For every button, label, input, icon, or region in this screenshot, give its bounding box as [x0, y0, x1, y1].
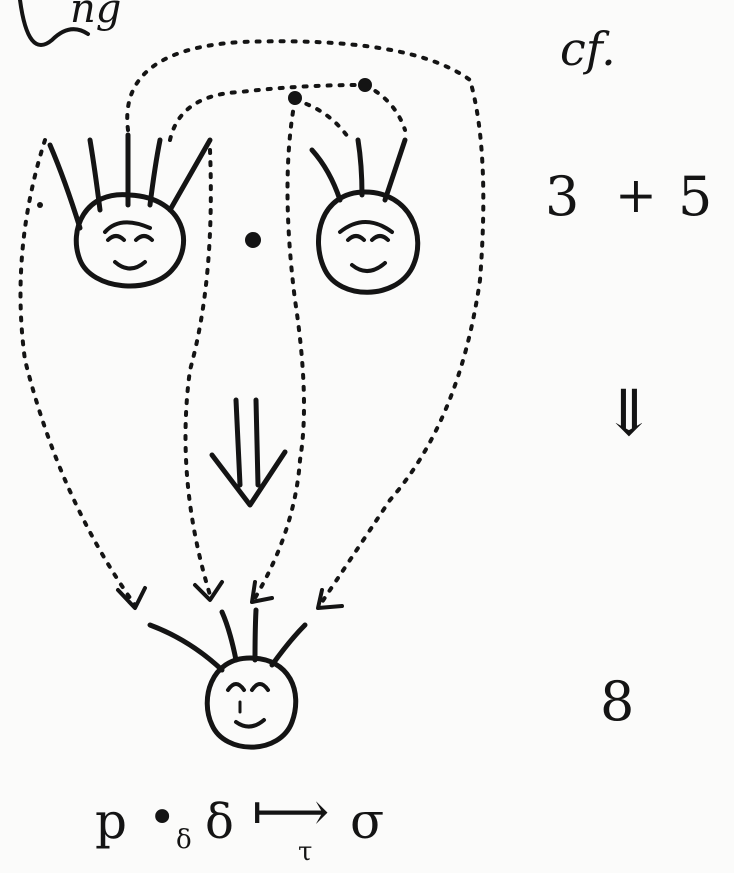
left-tree-eye-left	[108, 236, 124, 240]
formula-subscript-delta: δ	[176, 825, 192, 855]
formula-mapsto: ⟼	[252, 780, 329, 843]
implication-arrow-shaft-right	[256, 400, 258, 485]
left-tree-leg-5	[170, 140, 210, 210]
right-tree-brow	[340, 222, 392, 232]
heading-fragment: ng	[70, 0, 121, 32]
left-tree	[50, 135, 210, 286]
right-tree-eye-right	[372, 236, 388, 240]
implication-arrow	[212, 400, 285, 505]
arrowhead-4	[318, 590, 342, 608]
composed-tree-eye-left	[228, 684, 244, 690]
left-tree-leg-1	[50, 145, 80, 228]
dotted-connections	[21, 41, 484, 605]
composition-dot	[245, 232, 261, 248]
right-tree-leg-3	[385, 140, 405, 200]
left-tree-brow	[105, 222, 150, 232]
junction-dot-2	[358, 78, 372, 92]
dotted-arrow-outer-right	[127, 41, 483, 605]
composed-tree-leg-4	[272, 625, 305, 665]
right-tree-head	[318, 192, 417, 292]
implication-arrow-head	[212, 452, 285, 505]
left-tree-eye-right	[136, 236, 152, 240]
composed-tree-smile	[236, 720, 264, 727]
formula-circle-op: •	[148, 790, 176, 846]
arithmetic-example: cf. 3 + 5 ⇓ 8	[545, 22, 712, 733]
composed-tree-head	[207, 658, 296, 747]
left-tree-smile	[115, 262, 145, 269]
dotted-link-top-1	[170, 85, 360, 140]
composed-tree-eye-right	[252, 684, 268, 690]
composition-formula: p • δ δ ⟼ τ σ	[95, 780, 384, 867]
composed-tree-leg-2	[222, 612, 236, 660]
right-tree-smile	[352, 263, 385, 271]
composed-tree-leg-3	[255, 610, 256, 660]
formula-p: p	[95, 792, 127, 850]
formula-delta: δ	[205, 794, 234, 850]
example-label: cf.	[560, 22, 616, 76]
right-tree-eye-left	[348, 236, 364, 240]
implication-arrow-shaft-left	[236, 400, 240, 485]
junction-dot-1	[288, 91, 302, 105]
dotted-arrow-inner-left	[186, 150, 211, 595]
dotted-link-top-2	[295, 100, 350, 140]
formula-sigma: σ	[350, 792, 384, 850]
composed-tree-leg-1	[150, 625, 222, 670]
dotted-link-top-3	[365, 85, 405, 130]
left-tree-head	[76, 195, 183, 286]
arrowhead-1	[118, 588, 145, 608]
left-tree-leg-4	[150, 140, 160, 205]
stray-dot	[37, 202, 43, 208]
dotted-arrow-outer-left	[21, 140, 136, 605]
example-implies-symbol: ⇓	[602, 377, 656, 451]
formula-subscript-tau: τ	[298, 837, 312, 867]
right-tree-leg-1	[312, 150, 340, 200]
expression-right-operand: 5	[678, 165, 712, 228]
dotted-arrow-inner-right	[255, 100, 304, 598]
dotted-arrowheads	[118, 582, 342, 608]
example-result: 8	[600, 670, 634, 733]
expression-operator: +	[615, 166, 657, 224]
composed-tree	[150, 610, 305, 747]
right-tree-leg-2	[358, 140, 362, 195]
right-tree	[312, 140, 418, 292]
expression-left-operand: 3	[545, 165, 579, 228]
